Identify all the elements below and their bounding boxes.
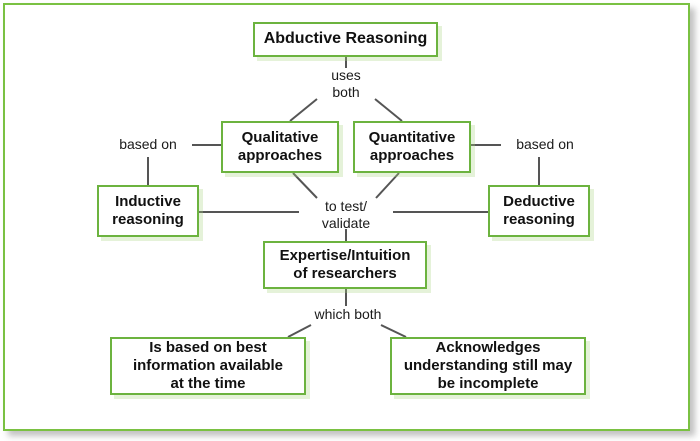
node-abductive-reasoning[interactable]: Abductive Reasoning bbox=[253, 22, 438, 57]
node-inductive-reasoning[interactable]: Inductive reasoning bbox=[97, 185, 199, 237]
edge-label-which-both: which both bbox=[314, 306, 382, 322]
node-qualitative-approaches[interactable]: Qualitative approaches bbox=[221, 121, 339, 173]
edge-label-based-on-right: based on bbox=[516, 136, 574, 152]
edge-label-uses-both: uses both bbox=[331, 67, 361, 100]
edge-label-to-test-validate: to test/ validate bbox=[321, 198, 371, 231]
node-deductive-reasoning[interactable]: Deductive reasoning bbox=[488, 185, 590, 237]
node-is-based-on-best-information[interactable]: Is based on best information available a… bbox=[110, 337, 306, 395]
node-quantitative-approaches[interactable]: Quantitative approaches bbox=[353, 121, 471, 173]
node-expertise-intuition-of-researchers[interactable]: Expertise/Intuition of researchers bbox=[263, 241, 427, 289]
edge-label-based-on-left: based on bbox=[119, 136, 177, 152]
node-acknowledges-understanding-incomplete[interactable]: Acknowledges understanding still may be … bbox=[390, 337, 586, 395]
